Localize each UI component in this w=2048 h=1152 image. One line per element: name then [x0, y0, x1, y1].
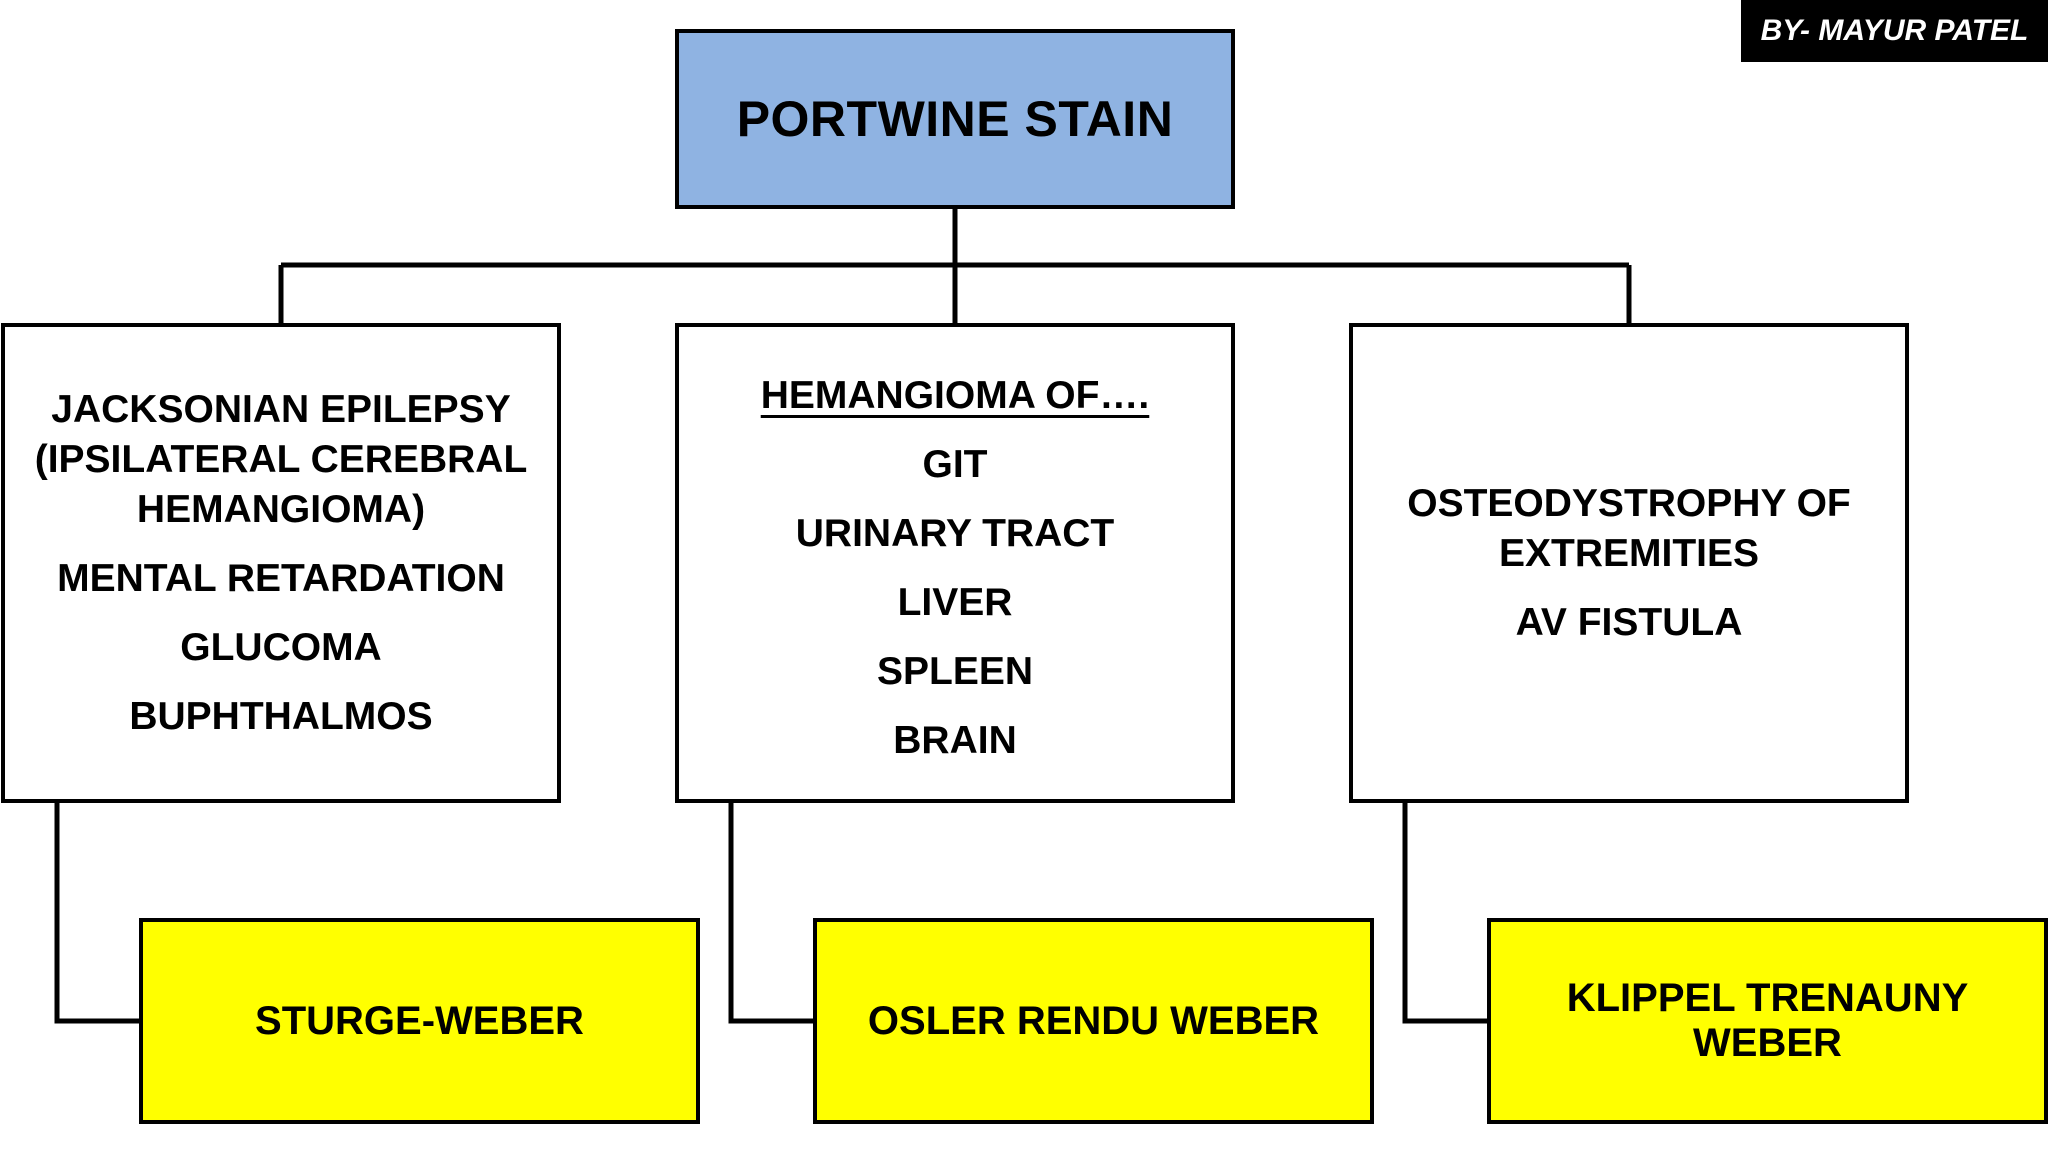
branch-left-node: JACKSONIAN EPILEPSY (IPSILATERAL CEREBRA… — [1, 323, 561, 803]
right-item: OSTEODYSTROPHY OF — [1407, 481, 1851, 525]
left-item: (IPSILATERAL CEREBRAL — [34, 437, 528, 481]
left-item: JACKSONIAN EPILEPSY — [51, 387, 511, 431]
middle-item: LIVER — [897, 581, 1013, 624]
root-title: PORTWINE STAIN — [736, 91, 1174, 147]
syndrome-label: OSLER RENDU WEBER — [867, 998, 1320, 1043]
middle-item: SPLEEN — [876, 650, 1034, 693]
right-to-syndrome-line — [1402, 803, 1487, 1024]
middle-to-syndrome-line — [728, 803, 813, 1024]
right-item: AV FISTULA — [1515, 600, 1743, 644]
right-item: EXTREMITIES — [1498, 531, 1760, 575]
root-node: PORTWINE STAIN — [675, 29, 1235, 209]
left-item: MENTAL RETARDATION — [57, 556, 505, 600]
syndrome-node-sturge-weber: STURGE-WEBER — [139, 918, 700, 1124]
left-to-syndrome-line — [54, 803, 139, 1024]
author-badge: BY- MAYUR PATEL — [1741, 0, 2048, 62]
left-item: HEMANGIOMA) — [136, 487, 426, 531]
syndrome-label: KLIPPEL TRENAUNY WEBER — [1566, 976, 1969, 1065]
syndrome-label: STURGE-WEBER — [255, 998, 584, 1043]
branch-right-node: OSTEODYSTROPHY OF EXTREMITIES AV FISTULA — [1349, 323, 1909, 803]
left-item: GLUCOMA — [180, 625, 382, 669]
syndrome-node-klippel-trenauny-weber: KLIPPEL TRENAUNY WEBER — [1487, 918, 2048, 1124]
middle-item: BRAIN — [893, 719, 1017, 762]
left-item: BUPHTHALMOS — [129, 694, 433, 738]
middle-item: GIT — [922, 443, 988, 486]
middle-heading: HEMANGIOMA OF…. — [760, 374, 1150, 417]
branch-middle-node: HEMANGIOMA OF…. GIT URINARY TRACT LIVER … — [675, 323, 1235, 803]
syndrome-node-osler-rendu-weber: OSLER RENDU WEBER — [813, 918, 1374, 1124]
middle-item: URINARY TRACT — [795, 512, 1115, 555]
